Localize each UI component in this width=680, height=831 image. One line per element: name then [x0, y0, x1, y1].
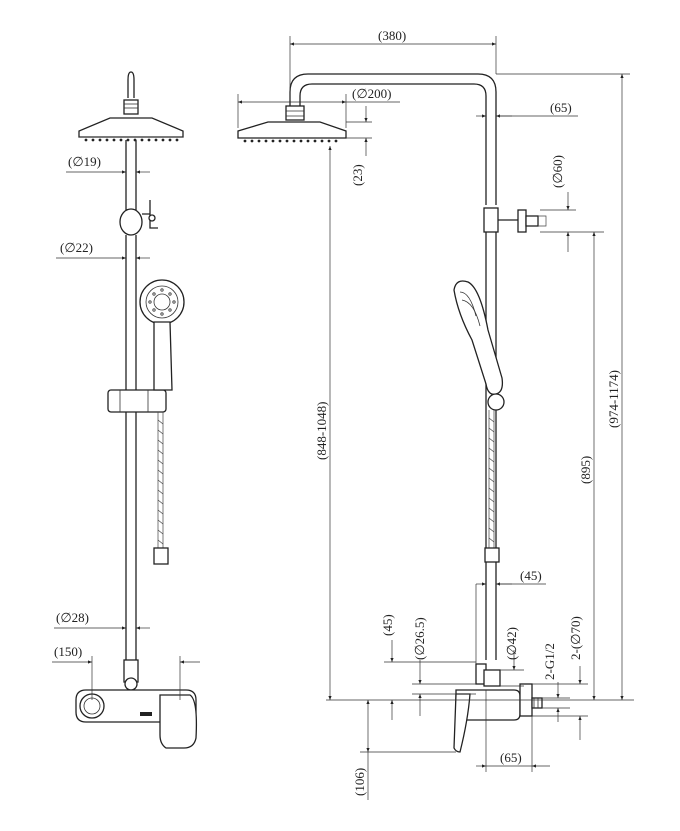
- hose-side: [488, 410, 495, 548]
- dim-label-65-top: (65): [550, 100, 572, 115]
- dim-label-45-top: (45): [520, 568, 542, 583]
- hand-shower-handle-front: [153, 321, 173, 391]
- front-view: [75, 71, 198, 749]
- rain-shower-head-side: [237, 121, 347, 139]
- dim-label-dia-200: (∅200): [352, 86, 391, 101]
- dim-label-dia-70: 2-(∅70): [568, 616, 583, 660]
- dim-label-974-1174: (974-1174): [606, 370, 621, 428]
- mixer-lever-side: [453, 693, 471, 753]
- dim-label-65-bottom: (65): [500, 750, 522, 765]
- dim-label-150: (150): [54, 644, 82, 659]
- nozzle-row-front: [84, 138, 179, 142]
- dim-label-45-left: (45): [380, 614, 395, 636]
- dim-label-895: (895): [578, 456, 593, 484]
- dim-label-106: (106): [352, 768, 367, 796]
- rain-shower-head-front: [78, 117, 184, 138]
- dim-label-dia-22: (∅22): [60, 240, 93, 255]
- dim-label-848-1048: (848-1048): [314, 402, 329, 461]
- dim-label-23: (23): [350, 164, 365, 186]
- dim-label-dia-26-5: (∅26.5): [412, 617, 427, 660]
- hand-shower-face-front: [139, 279, 185, 325]
- side-dimensions: (380) (∅200) (23) (65) (∅60) (848-1048) …: [237, 28, 634, 800]
- dim-label-380: (380): [378, 28, 406, 43]
- dim-label-g1-2: 2-G1/2: [542, 643, 557, 680]
- front-dimensions: (∅19) (∅22) (∅28) (150): [52, 154, 200, 700]
- dim-label-dia-28: (∅28): [56, 610, 89, 625]
- slider-front: [107, 389, 167, 413]
- wall-bracket-front: [119, 208, 143, 236]
- shower-arm: [289, 73, 497, 205]
- nozzle-row-side: [243, 139, 338, 143]
- dim-label-dia-42: (∅42): [504, 627, 519, 660]
- side-view: [237, 73, 547, 753]
- dim-label-dia-19: (∅19): [68, 154, 101, 169]
- mixer-handle-front: [159, 694, 198, 749]
- wall-bracket-side: [483, 207, 499, 233]
- hand-shower-side: [453, 280, 504, 395]
- dim-label-dia-60: (∅60): [550, 155, 565, 188]
